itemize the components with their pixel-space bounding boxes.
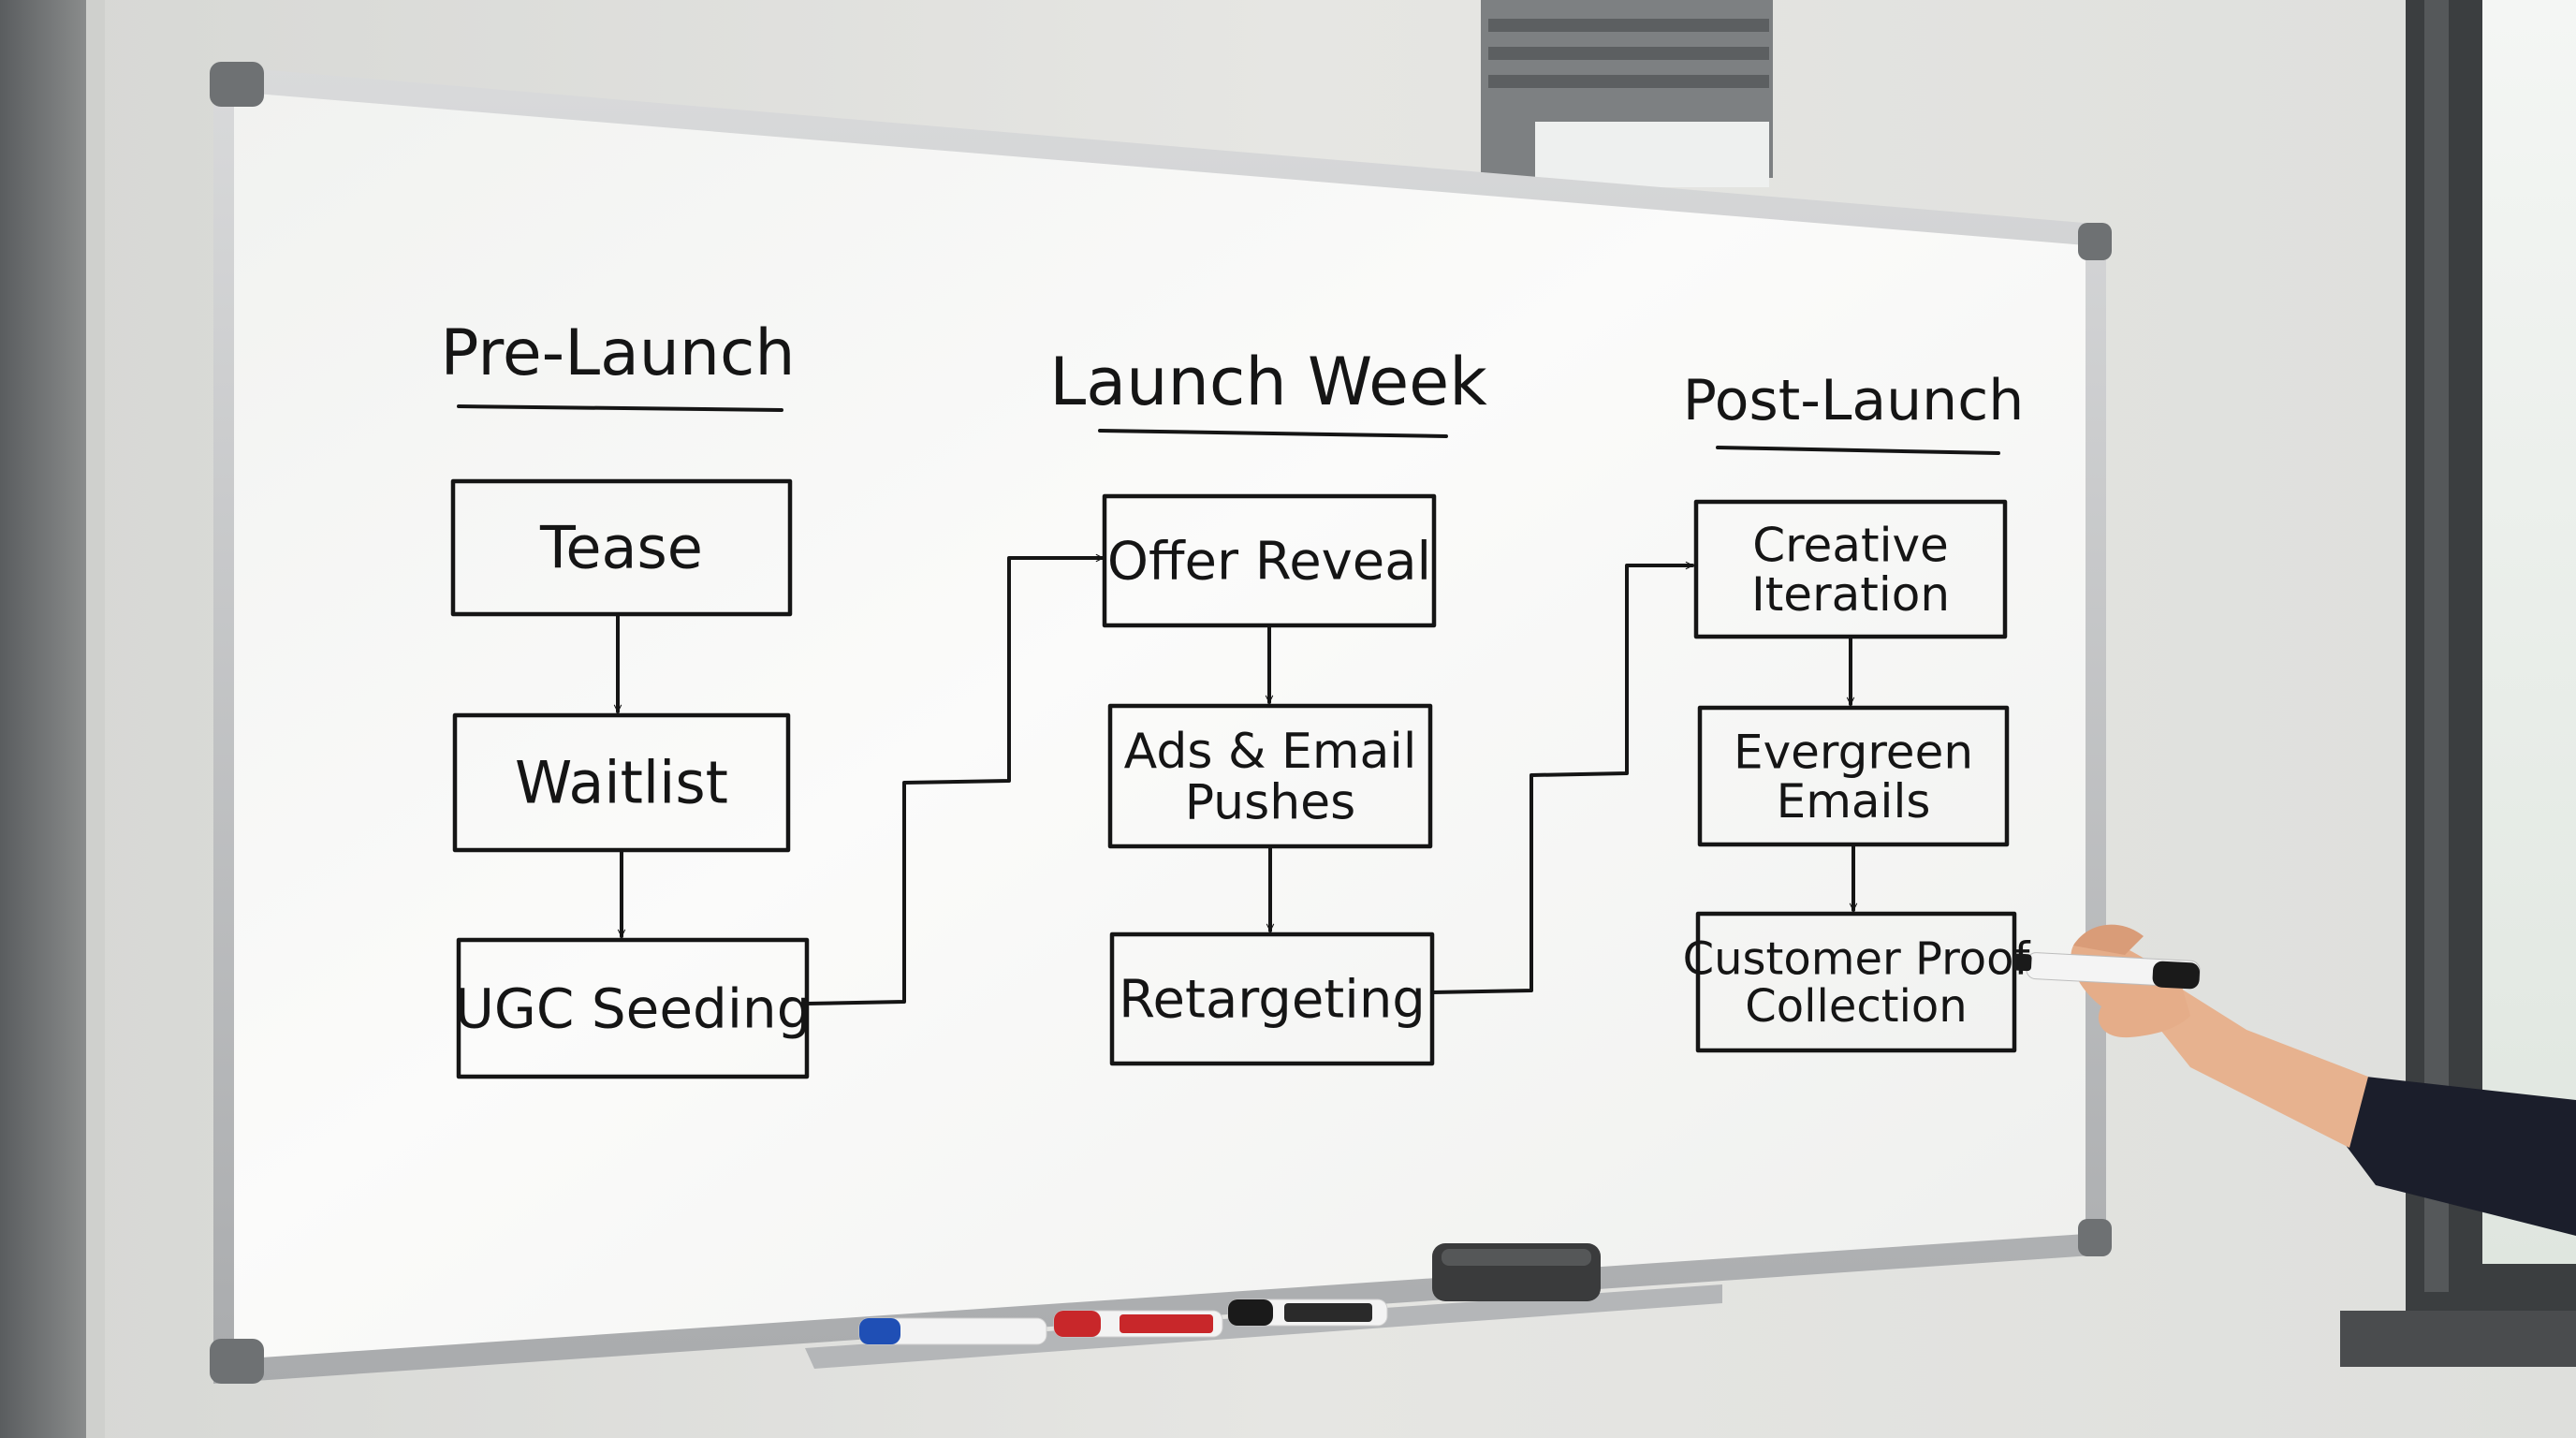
- step-waitlist: Waitlist: [452, 712, 791, 853]
- left-office-edge: [0, 0, 86, 1438]
- ceiling-slat: [1488, 47, 1769, 60]
- step-label: Collection: [1745, 980, 1967, 1033]
- step-retargeting: Retargeting: [1109, 932, 1435, 1066]
- ceiling-slat: [1488, 19, 1769, 32]
- sleeve: [2345, 1077, 2576, 1236]
- eraser: [1432, 1243, 1601, 1301]
- window-mullion: [2424, 0, 2449, 1292]
- frame-corner: [2078, 223, 2112, 260]
- marker-tray: [805, 1284, 1722, 1369]
- step-label: Pushes: [1185, 775, 1356, 831]
- step-label: Emails: [1777, 774, 1931, 829]
- title-underline: [1716, 446, 2000, 455]
- frame-corner: [210, 1339, 264, 1384]
- connector-ugc-seeding-to-offer-reveal: [805, 553, 1105, 1005]
- column-title-launch-week: Launch Week: [1049, 344, 1487, 420]
- step-box: [456, 937, 810, 1079]
- step-box: [1695, 911, 2017, 1053]
- step-label: Retargeting: [1119, 970, 1426, 1031]
- ceiling-slat: [1488, 75, 1769, 88]
- pen-marker: [2012, 952, 2201, 990]
- title-underline: [1098, 429, 1448, 438]
- left-wall-strip: [86, 0, 105, 1438]
- frame-corner: [210, 62, 264, 107]
- step-label: Iteration: [1751, 567, 1950, 622]
- black-marker: [1227, 1299, 1388, 1327]
- hand-with-marker: [2012, 924, 2576, 1236]
- step-label: UGC Seeding: [454, 976, 811, 1040]
- window-sill: [2340, 1311, 2576, 1367]
- title-underline: [457, 404, 783, 412]
- step-label: Customer Proof: [1683, 933, 2031, 986]
- step-tease: Tease: [450, 478, 793, 617]
- blue-marker: [858, 1317, 1047, 1345]
- forearm: [2153, 989, 2368, 1148]
- step-box: [450, 478, 793, 617]
- ceiling-light: [1535, 122, 1769, 187]
- thumb: [2073, 924, 2144, 955]
- frame-corner: [2078, 1219, 2112, 1256]
- connector-retargeting-to-creative-iteration: [1430, 561, 1694, 994]
- step-label: Tease: [539, 514, 703, 582]
- step-label: Waitlist: [515, 749, 728, 817]
- column-title-post-launch: Post-Launch: [1683, 368, 2024, 433]
- step-ugc-seeding: UGC Seeding: [454, 937, 812, 1079]
- step-label: Offer Reveal: [1107, 532, 1431, 593]
- red-marker: [1053, 1310, 1223, 1338]
- window-glass: [2482, 0, 2576, 1264]
- step-box: [1109, 932, 1435, 1066]
- step-label: Creative: [1752, 518, 1949, 572]
- step-label: Ads & Email: [1124, 724, 1417, 780]
- column-title-pre-launch: Pre-Launch: [441, 316, 796, 390]
- step-label: Evergreen: [1734, 725, 1973, 779]
